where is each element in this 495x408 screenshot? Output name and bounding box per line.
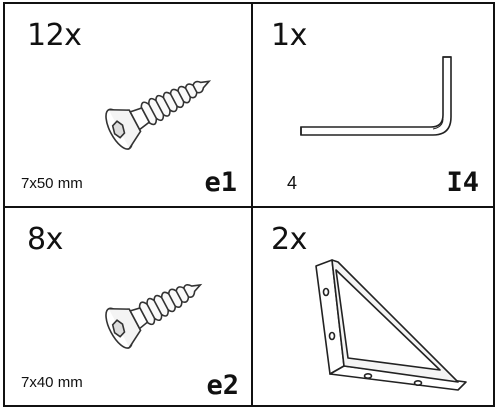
parts-grid: 12x 7x50 mm e1 1x [3, 2, 495, 407]
part-cell-e2: 8x 7x40 mm e2 [3, 206, 253, 407]
screw-icon [105, 80, 212, 150]
part-size: 7x50 mm [21, 175, 83, 192]
part-size: 4 [287, 173, 298, 193]
part-code: e2 [206, 370, 239, 401]
screw-icon [105, 283, 203, 349]
part-cell-bracket: 2x [251, 206, 495, 407]
part-quantity: 1x [271, 18, 307, 53]
part-cell-i4: 1x 4 I4 [251, 2, 495, 208]
part-quantity: 8x [27, 222, 63, 257]
part-size: 7x40 mm [21, 374, 83, 391]
part-quantity: 2x [271, 222, 307, 257]
part-code: e1 [204, 167, 237, 198]
part-cell-e1: 12x 7x50 mm e1 [3, 2, 253, 208]
allen-key-icon [300, 56, 452, 136]
corner-bracket-icon [315, 259, 467, 391]
part-quantity: 12x [27, 18, 82, 53]
part-code: I4 [446, 167, 479, 198]
